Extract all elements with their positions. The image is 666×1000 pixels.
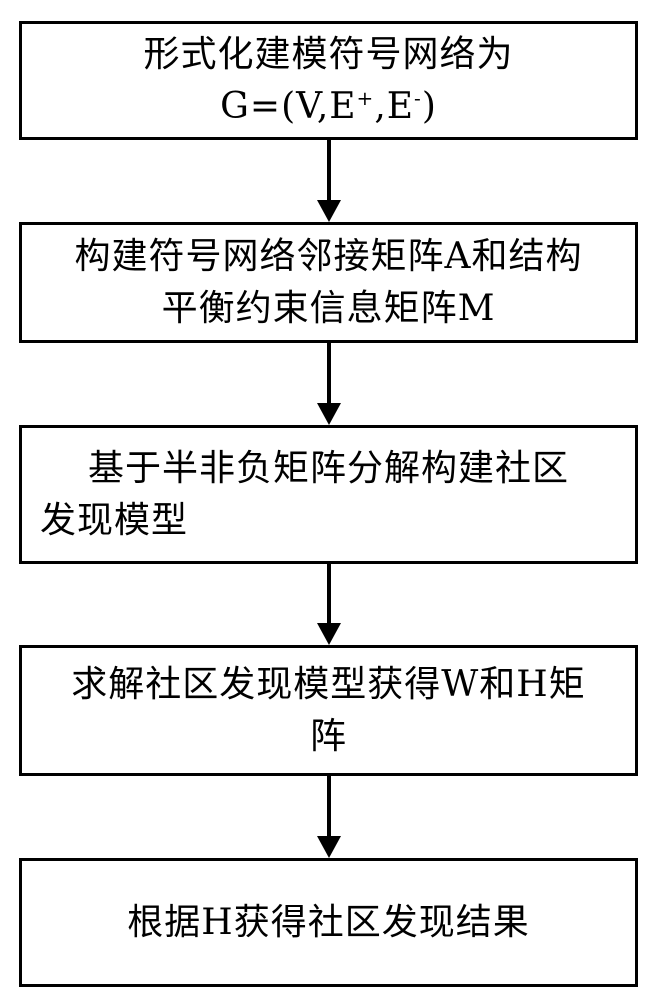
step-2-text-line-1: 构建符号网络邻接矩阵A和结构 [74, 235, 583, 277]
step-3-text-line-2: 发现模型 [40, 499, 189, 541]
step-1-formula: G=(V,E+,E-) [220, 81, 437, 133]
step-2-text-line-2: 平衡约束信息矩阵M [161, 287, 496, 329]
flow-arrow-3 [317, 564, 341, 645]
arrow-shaft [327, 343, 331, 405]
step-4-box: 求解社区发现模型获得W和H矩 阵 [19, 645, 638, 776]
arrow-head-icon [317, 623, 341, 645]
arrow-shaft [327, 564, 331, 625]
step-2-box: 构建符号网络邻接矩阵A和结构 平衡约束信息矩阵M [19, 222, 638, 343]
arrow-head-icon [317, 836, 341, 858]
step-3-text-line-1: 基于半非负矩阵分解构建社区 [87, 447, 569, 489]
step-1-box: 形式化建模符号网络为 G=(V,E+,E-) [19, 21, 638, 140]
flow-arrow-2 [317, 343, 341, 425]
step-4-text-line-2: 阵 [309, 715, 347, 757]
minus-superscript: - [414, 85, 422, 110]
step-4-text-line-1: 求解社区发现模型获得W和H矩 [71, 663, 586, 705]
step-3-box: 基于半非负矩阵分解构建社区 发现模型 [19, 425, 638, 564]
arrow-shaft [327, 776, 331, 838]
flow-arrow-4 [317, 776, 341, 858]
arrow-shaft [327, 140, 331, 202]
arrow-head-icon [317, 200, 341, 222]
formula-mid: ,E [374, 85, 415, 127]
formula-prefix: G=(V,E [220, 85, 357, 127]
step-5-text: 根据H获得社区发现结果 [127, 901, 530, 943]
plus-superscript: + [356, 85, 375, 110]
arrow-head-icon [317, 403, 341, 425]
flow-arrow-1 [317, 140, 341, 222]
formula-suffix: ) [421, 85, 437, 127]
step-5-box: 根据H获得社区发现结果 [19, 858, 638, 987]
step-1-text: 形式化建模符号网络为 [143, 33, 514, 75]
